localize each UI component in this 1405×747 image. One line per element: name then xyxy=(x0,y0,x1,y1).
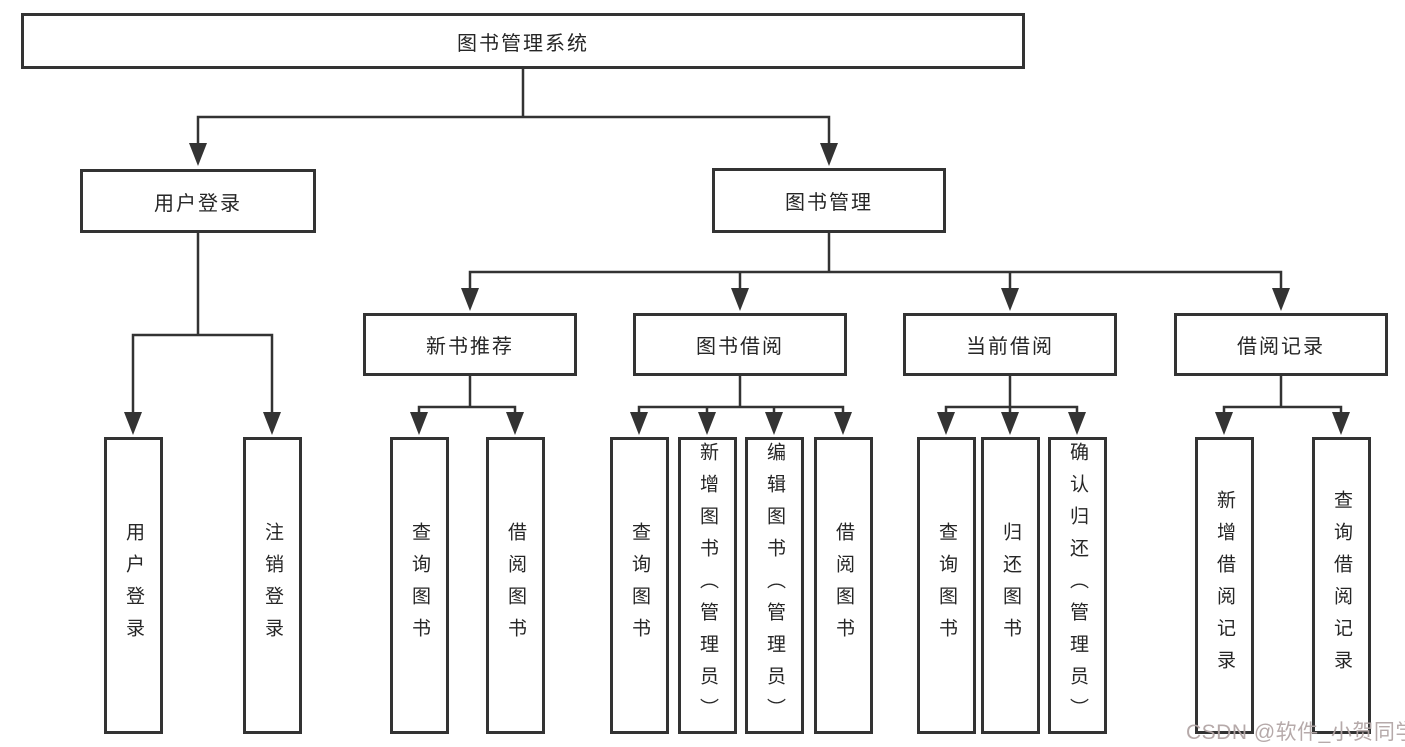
node-label: 归还图书 xyxy=(999,521,1021,650)
node-label: 确认归还（管理员） xyxy=(1066,441,1088,730)
node-label: 查询图书 xyxy=(935,521,957,650)
node-label: 注销登录 xyxy=(261,521,283,650)
node-root-system: 图书管理系统 xyxy=(21,13,1025,69)
node-book-management-module: 图书管理 xyxy=(712,168,946,233)
node-label: 新增图书（管理员） xyxy=(696,441,718,730)
node-leaf-add-borrow-record: 新增借阅记录 xyxy=(1194,437,1254,734)
node-current-borrowing: 当前借阅 xyxy=(903,313,1117,376)
node-leaf-logout: 注销登录 xyxy=(242,437,302,734)
node-label: 图书管理系统 xyxy=(457,32,589,55)
node-leaf-confirm-return-admin: 确认归还（管理员） xyxy=(1047,437,1107,734)
node-label: 借阅图书 xyxy=(832,521,854,650)
node-leaf-return-books: 归还图书 xyxy=(980,437,1040,734)
node-label: 当前借阅 xyxy=(966,336,1054,358)
node-label: 借阅记录 xyxy=(1237,336,1325,358)
watermark: CSDN @软件_小贺同学 xyxy=(1186,721,1405,744)
node-label: 借阅图书 xyxy=(504,521,526,650)
node-label: 图书管理 xyxy=(785,192,873,214)
node-label: 查询图书 xyxy=(628,521,650,650)
node-label: 用户登录 xyxy=(154,192,242,215)
node-leaf-borrow-books-2: 借阅图书 xyxy=(813,437,873,734)
node-leaf-add-books-admin: 新增图书（管理员） xyxy=(677,437,737,734)
node-label: 编辑图书（管理员） xyxy=(763,441,785,730)
node-label: 图书借阅 xyxy=(696,336,784,358)
node-label: 查询图书 xyxy=(408,521,430,650)
node-leaf-user-login: 用户登录 xyxy=(103,437,163,734)
node-leaf-query-borrow-record: 查询借阅记录 xyxy=(1311,437,1371,734)
node-leaf-query-books-3: 查询图书 xyxy=(916,437,976,734)
node-label: 新增借阅记录 xyxy=(1213,489,1235,682)
node-new-book-recommendation: 新书推荐 xyxy=(363,313,577,376)
connector-path xyxy=(131,67,1343,418)
arrowhead-icons xyxy=(124,143,1350,435)
node-leaf-edit-books-admin: 编辑图书（管理员） xyxy=(744,437,804,734)
node-label: 查询借阅记录 xyxy=(1330,489,1352,682)
node-borrowing-records: 借阅记录 xyxy=(1174,313,1388,376)
node-label: 新书推荐 xyxy=(426,336,514,358)
node-user-login-module: 用户登录 xyxy=(80,169,316,233)
node-leaf-query-books-1: 查询图书 xyxy=(389,437,449,734)
node-leaf-query-books-2: 查询图书 xyxy=(609,437,669,734)
node-book-borrowing: 图书借阅 xyxy=(633,313,847,376)
node-label: 用户登录 xyxy=(122,521,144,650)
node-leaf-borrow-books-1: 借阅图书 xyxy=(485,437,545,734)
